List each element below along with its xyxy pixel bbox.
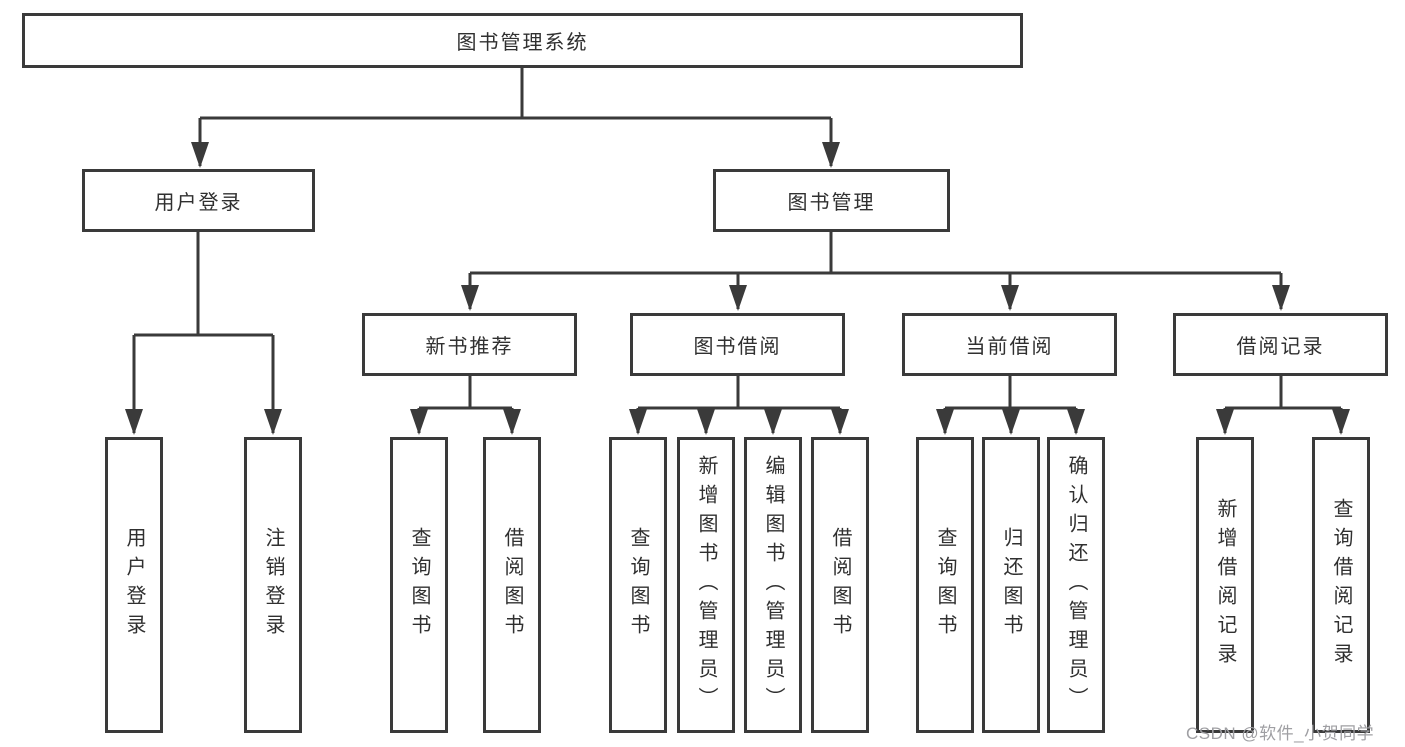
node-book-borrow-label: 图书借阅 xyxy=(693,336,782,358)
leaf-user-login: 用户登录 xyxy=(105,437,163,733)
leaf-add-books-admin: 新增图书（管理员） xyxy=(677,437,735,733)
leaf-borrow-books-label: 借阅图书 xyxy=(829,527,851,643)
node-root-label: 图书管理系统 xyxy=(456,32,589,54)
node-book-management: 图书管理 xyxy=(713,169,950,232)
leaf-query-books-current: 查询图书 xyxy=(916,437,974,733)
leaf-logout-label: 注销登录 xyxy=(262,527,284,643)
node-root: 图书管理系统 xyxy=(22,13,1023,68)
leaf-add-borrow-record-label: 新增借阅记录 xyxy=(1214,498,1236,672)
leaf-query-borrow-record-label: 查询借阅记录 xyxy=(1330,498,1352,672)
leaf-query-books-borrow-label: 查询图书 xyxy=(627,527,649,643)
leaf-add-books-admin-label: 新增图书（管理员） xyxy=(695,454,717,716)
node-current-borrow: 当前借阅 xyxy=(902,313,1117,376)
leaf-edit-books-admin: 编辑图书（管理员） xyxy=(744,437,802,733)
node-borrow-records-label: 借阅记录 xyxy=(1236,336,1325,358)
leaf-return-books-label: 归还图书 xyxy=(1000,527,1022,643)
node-new-book-recommend-label: 新书推荐 xyxy=(425,336,514,358)
csdn-watermark: CSDN @软件_小贺同学 xyxy=(1186,724,1375,743)
leaf-query-books-recommend-label: 查询图书 xyxy=(408,527,430,643)
node-book-management-label: 图书管理 xyxy=(787,192,876,214)
leaf-query-books-borrow: 查询图书 xyxy=(609,437,667,733)
node-user-login-label: 用户登录 xyxy=(154,192,243,214)
leaf-borrow-books-recommend-label: 借阅图书 xyxy=(501,527,523,643)
leaf-query-books-current-label: 查询图书 xyxy=(934,527,956,643)
node-user-login: 用户登录 xyxy=(82,169,315,232)
leaf-query-books-recommend: 查询图书 xyxy=(390,437,448,733)
leaf-confirm-return-admin: 确认归还（管理员） xyxy=(1047,437,1105,733)
leaf-edit-books-admin-label: 编辑图书（管理员） xyxy=(762,454,784,716)
leaf-user-login-label: 用户登录 xyxy=(123,527,145,643)
leaf-borrow-books: 借阅图书 xyxy=(811,437,869,733)
node-borrow-records: 借阅记录 xyxy=(1173,313,1388,376)
leaf-logout: 注销登录 xyxy=(244,437,302,733)
leaf-add-borrow-record: 新增借阅记录 xyxy=(1196,437,1254,733)
leaf-return-books: 归还图书 xyxy=(982,437,1040,733)
node-book-borrow: 图书借阅 xyxy=(630,313,845,376)
leaf-confirm-return-admin-label: 确认归还（管理员） xyxy=(1065,454,1087,716)
node-new-book-recommend: 新书推荐 xyxy=(362,313,577,376)
leaf-borrow-books-recommend: 借阅图书 xyxy=(483,437,541,733)
leaf-query-borrow-record: 查询借阅记录 xyxy=(1312,437,1370,733)
node-current-borrow-label: 当前借阅 xyxy=(965,336,1054,358)
